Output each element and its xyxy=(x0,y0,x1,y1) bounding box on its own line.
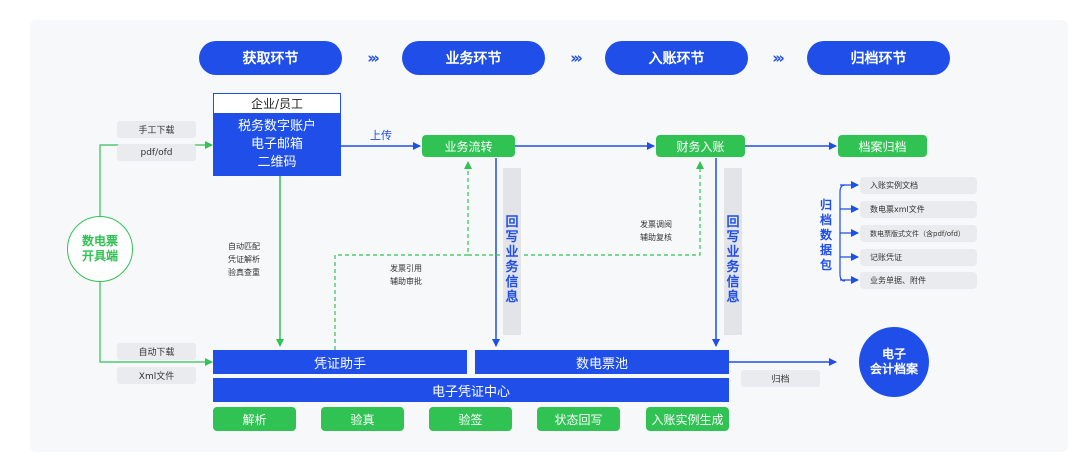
package-item: 记账凭证 xyxy=(860,249,977,266)
e-accounting-archive-circle: 电子 会计档案 xyxy=(859,327,929,397)
dashed-to-business xyxy=(334,161,472,350)
archive-package-label: 归档数据包 xyxy=(819,198,832,272)
stage-entry: 入账环节 xyxy=(605,41,748,75)
package-item: 入账实例文档 xyxy=(860,177,977,194)
invoice-issuer-circle: 数电票 开具端 xyxy=(67,216,133,282)
note-invoice-reference: 发票引用辅助审批 xyxy=(390,264,422,286)
manual-download-label: 手工下载 xyxy=(117,121,196,138)
function-entry-instance: 入账实例生成 xyxy=(646,407,729,431)
package-item: 数电票xml文件 xyxy=(860,201,977,218)
stage-acquire: 获取环节 xyxy=(199,41,342,75)
stage-business: 业务环节 xyxy=(402,41,545,75)
note-invoice-call: 发票调阅辅助复核 xyxy=(640,220,672,242)
source-tax-account: 税务数字账户 xyxy=(237,119,316,134)
writeback-strip-1 xyxy=(503,168,521,335)
e-archive-line-2: 会计档案 xyxy=(869,362,918,376)
xml-file-label: Xml文件 xyxy=(117,367,196,384)
archive-action-label: 归档 xyxy=(741,370,820,387)
issuer-line-1: 数电票 xyxy=(81,234,118,248)
function-signature: 验签 xyxy=(429,407,512,431)
note-auto-match: 自动匹配凭证解析验真查重 xyxy=(228,242,260,277)
dashed-to-finance xyxy=(468,161,704,256)
function-status-writeback: 状态回写 xyxy=(537,407,620,431)
upload-label: 上传 xyxy=(370,129,392,142)
enterprise-label: 企业/员工 xyxy=(213,93,341,114)
chevron-right-icon: ››› xyxy=(367,49,380,67)
invoice-pool-bar: 数电票池 xyxy=(475,350,729,374)
issuer-line-2: 开具端 xyxy=(81,249,118,263)
package-item: 数电票版式文件（含pdf/ofd） xyxy=(860,225,977,242)
writeback-label-2: 回写业务信息 xyxy=(726,215,740,305)
source-email: 电子邮箱 xyxy=(250,137,303,152)
pdf-ofd-label: pdf/ofd xyxy=(117,144,196,161)
source-channels-box: 税务数字账户 电子邮箱 二维码 xyxy=(213,114,341,176)
voucher-assistant-bar: 凭证助手 xyxy=(213,350,467,374)
node-archive: 档案归档 xyxy=(838,135,927,157)
stage-archive: 归档环节 xyxy=(807,41,950,75)
auto-download-label: 自动下载 xyxy=(117,343,196,360)
writeback-label-1: 回写业务信息 xyxy=(505,215,519,305)
function-parse: 解析 xyxy=(213,407,296,431)
source-qrcode: 二维码 xyxy=(257,155,297,170)
issuer-lower-branch xyxy=(99,268,213,366)
function-verify: 验真 xyxy=(321,407,404,431)
chevron-right-icon: ››› xyxy=(570,49,583,67)
package-item: 业务单据、附件 xyxy=(860,272,977,289)
chevron-right-icon: ››› xyxy=(772,49,785,67)
e-archive-line-1: 电子 xyxy=(881,347,906,361)
node-finance-entry: 财务入账 xyxy=(656,135,745,157)
e-voucher-center-bar: 电子凭证中心 xyxy=(213,378,729,402)
writeback-strip-2 xyxy=(724,168,742,335)
node-business-flow: 业务流转 xyxy=(422,135,515,157)
